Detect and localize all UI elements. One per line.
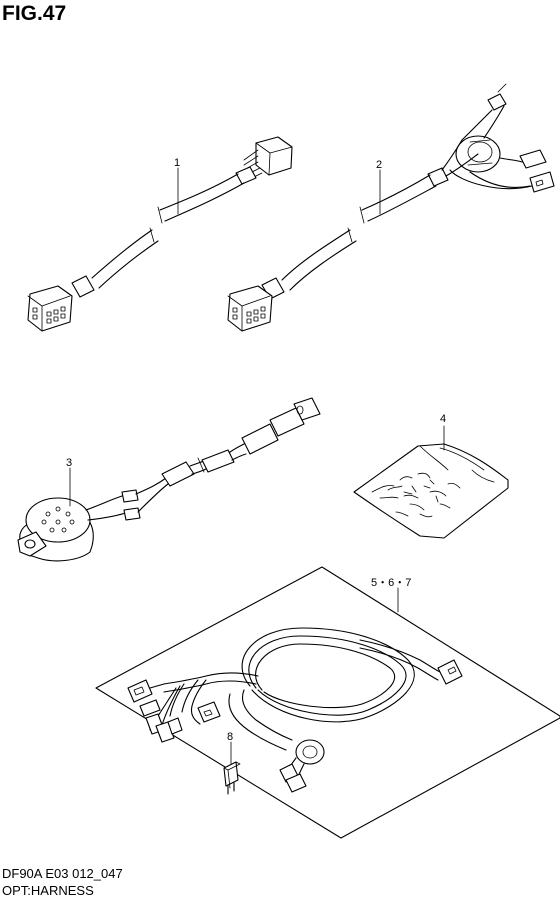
part-8-fuse[interactable] bbox=[223, 761, 241, 795]
part-2-harness[interactable] bbox=[227, 83, 555, 332]
callout-2[interactable]: 2 bbox=[376, 159, 382, 171]
callout-1[interactable]: 1 bbox=[174, 157, 180, 169]
callout-8[interactable]: 8 bbox=[227, 731, 233, 743]
part-4-bag[interactable] bbox=[353, 443, 509, 539]
callout-4[interactable]: 4 bbox=[440, 413, 446, 425]
figure-name: OPT:HARNESS bbox=[2, 883, 94, 898]
figure-code: DF90A E03 012_047 bbox=[2, 866, 123, 881]
part-1-harness[interactable] bbox=[27, 136, 293, 332]
callout-3[interactable]: 3 bbox=[66, 457, 72, 469]
part-5-6-7-harness-kit[interactable] bbox=[95, 566, 560, 839]
part-3-buzzer[interactable] bbox=[17, 397, 321, 562]
figure-title: FIG.47 bbox=[2, 2, 67, 25]
callout-5-6-7[interactable]: 5・6・7 bbox=[371, 577, 411, 589]
